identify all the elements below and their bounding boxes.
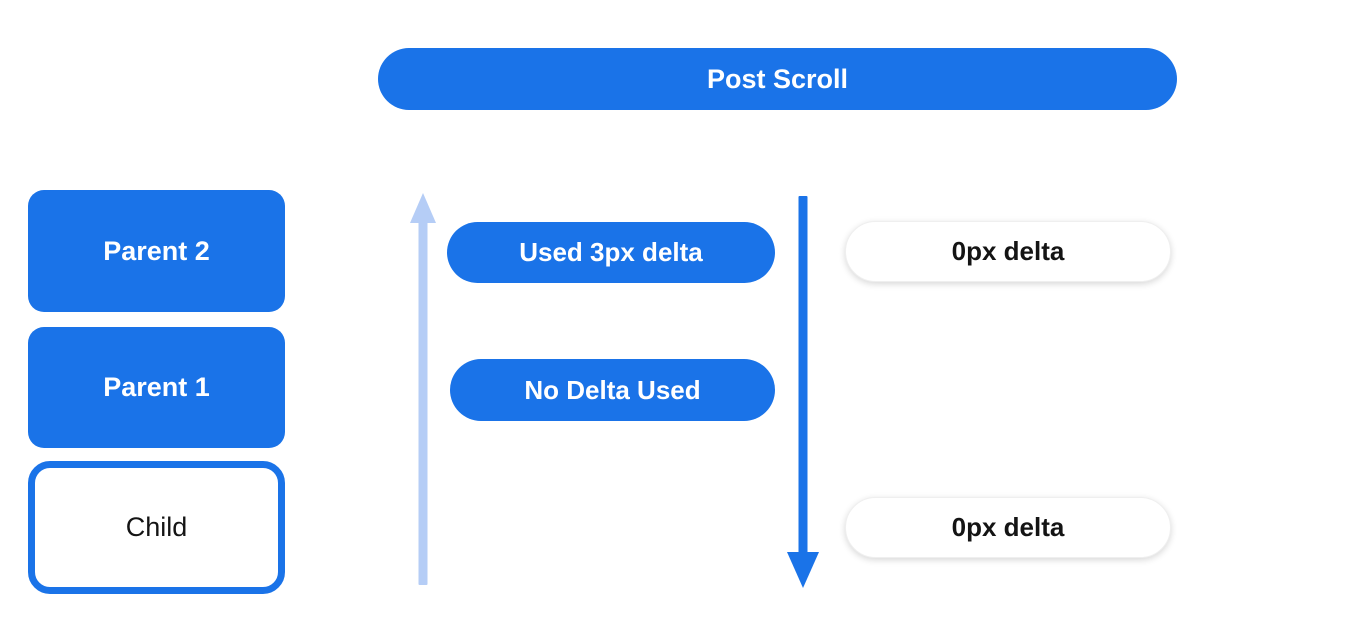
delta-pill-zero-bottom: 0px delta bbox=[845, 497, 1171, 558]
arrow-up-icon bbox=[410, 193, 436, 585]
post-scroll-header: Post Scroll bbox=[378, 48, 1177, 110]
node-parent-1: Parent 1 bbox=[28, 327, 285, 448]
delta-pill-no-delta: No Delta Used bbox=[450, 359, 775, 421]
delta-pill-zero-top: 0px delta bbox=[845, 221, 1171, 282]
node-child: Child bbox=[28, 461, 285, 594]
delta-pill-used: Used 3px delta bbox=[447, 222, 775, 283]
node-parent-2: Parent 2 bbox=[28, 190, 285, 312]
arrow-down-icon bbox=[787, 196, 819, 588]
